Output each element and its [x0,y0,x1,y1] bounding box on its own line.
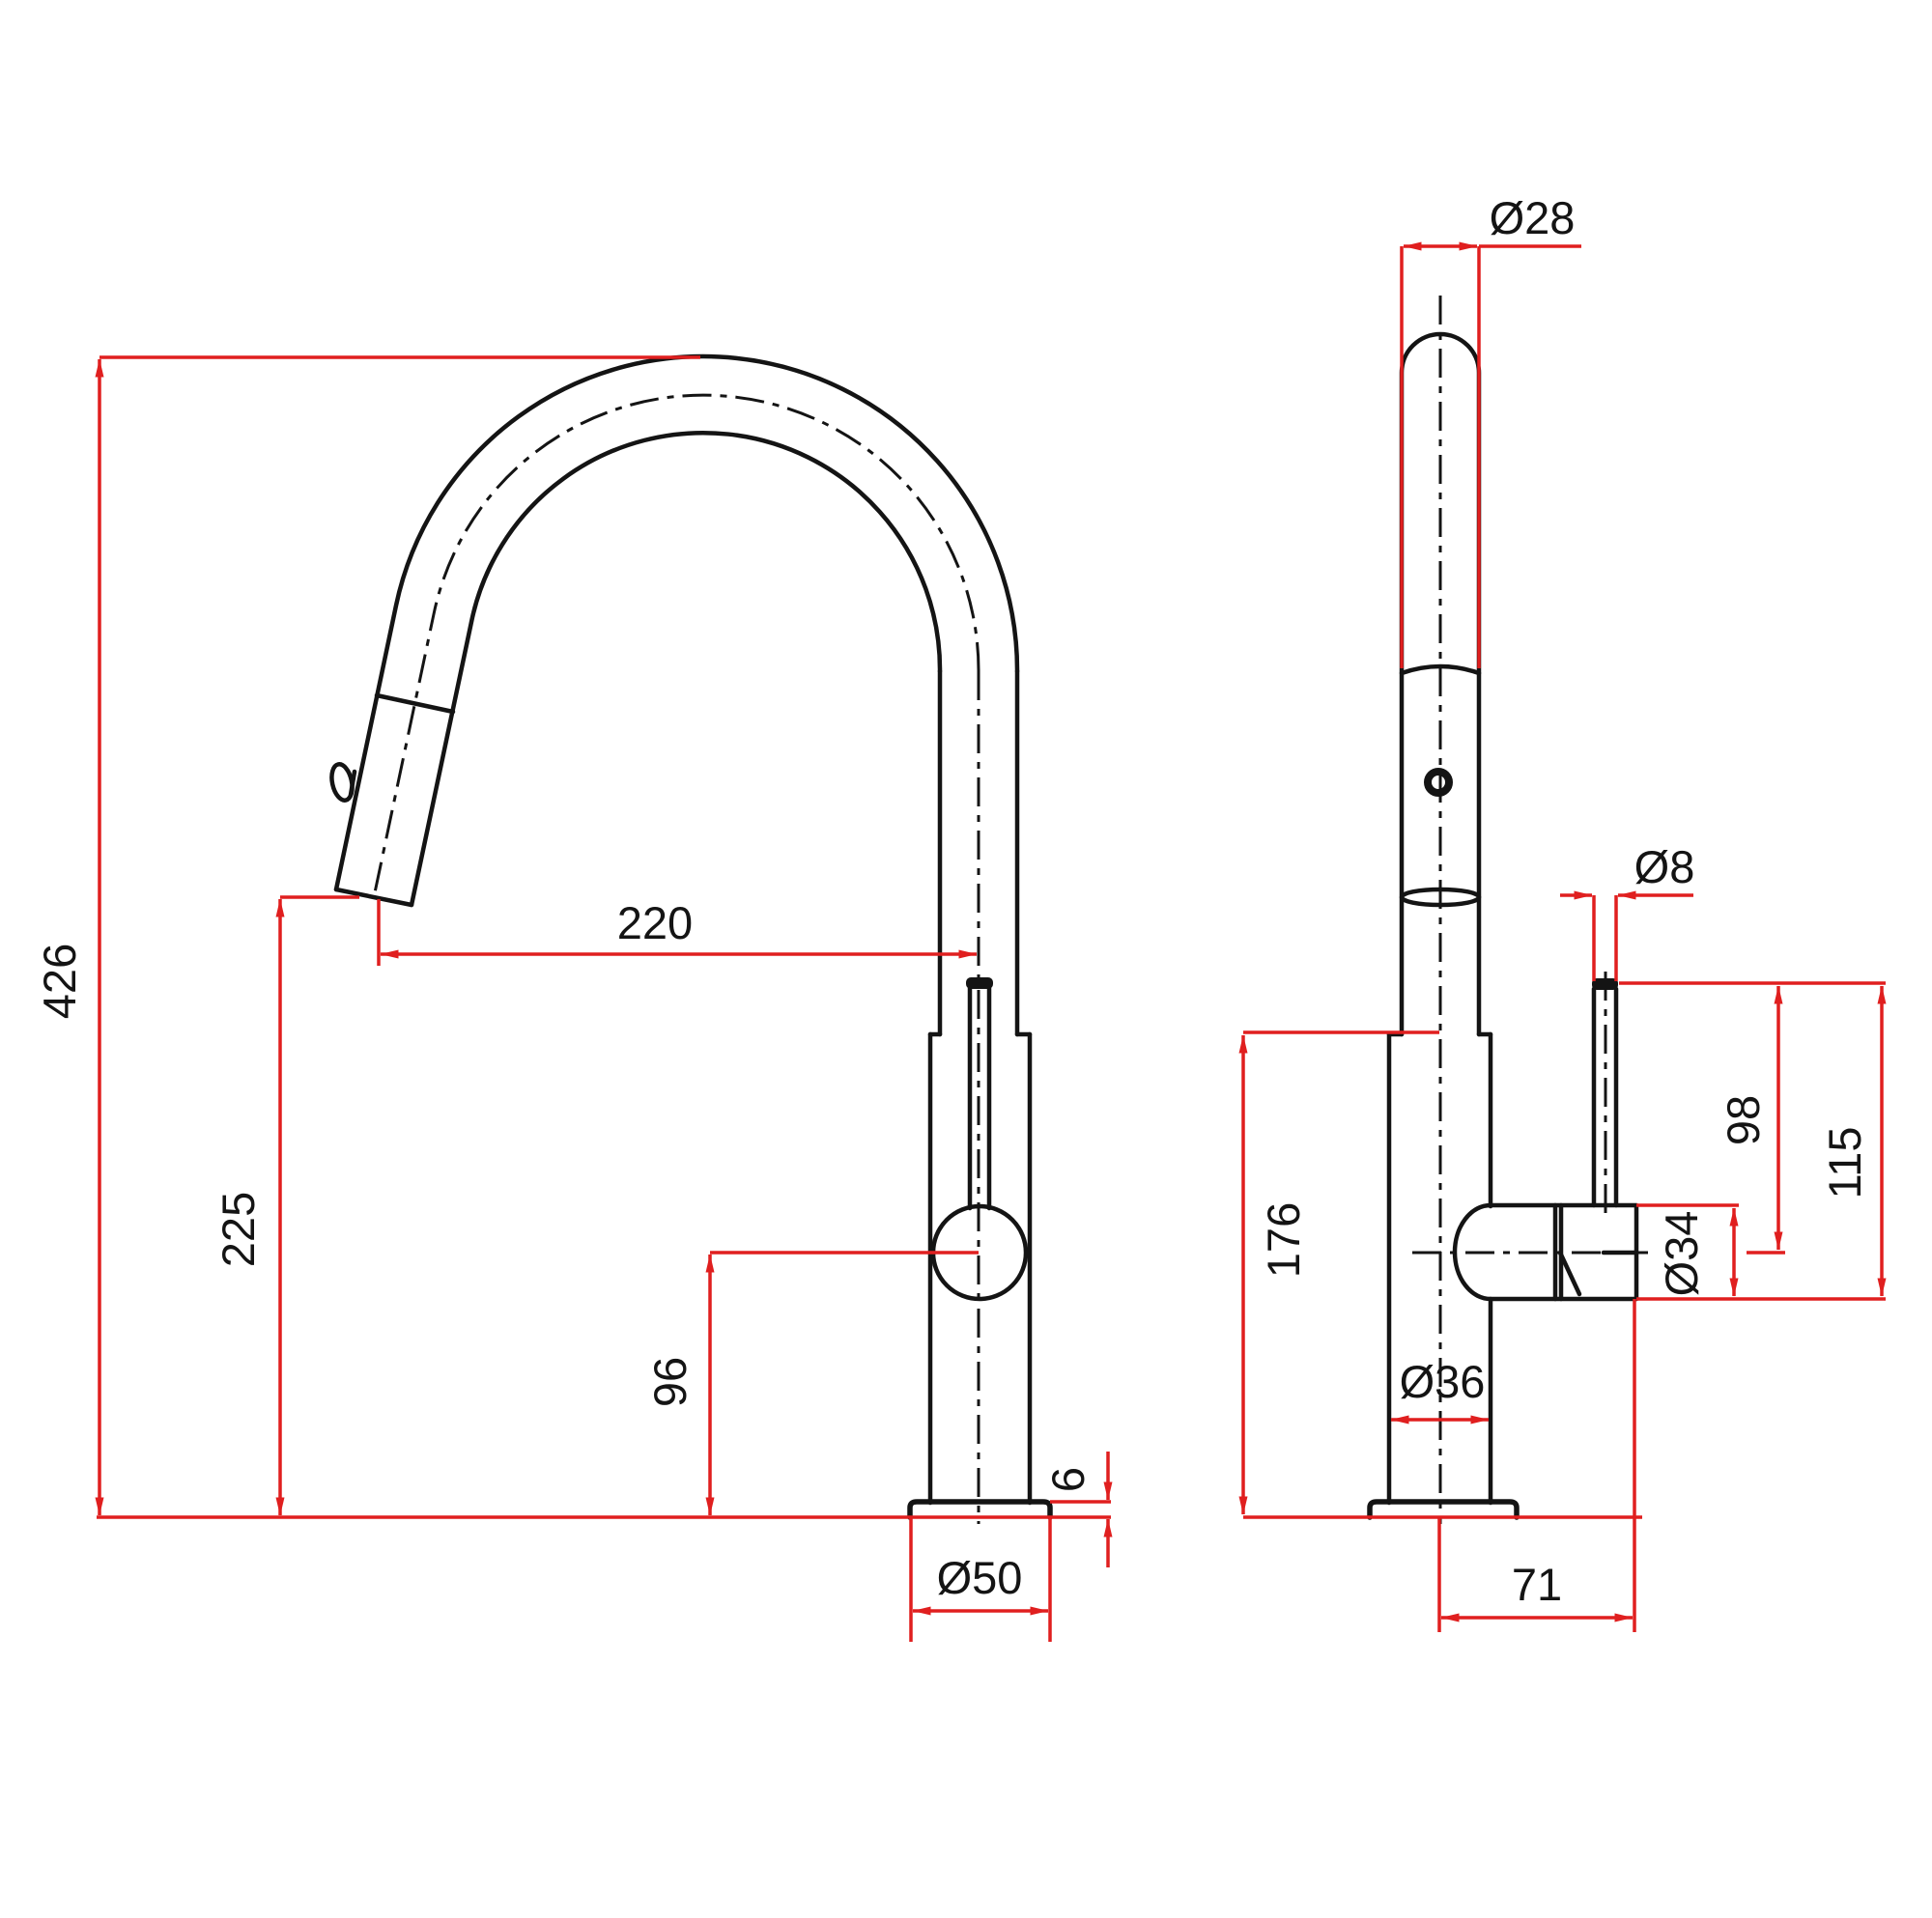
spout-tube-front [1399,331,1482,1037]
dim-label-lever-diameter: Ø8 [1634,841,1695,892]
dim-label-spout-diameter: Ø28 [1490,192,1576,243]
handle-rod-cap-front [1592,978,1618,990]
ext-lever-dia [1592,895,1618,981]
dim-label-body-height: 176 [1258,1202,1309,1278]
dim-label-spout-reach: 220 [617,897,693,948]
dim-label-body-diameter: Ø36 [1400,1356,1486,1407]
side-view-fills [966,977,993,989]
body-tube-side [927,1031,1033,1506]
dim-label-cartridge-diameter: Ø34 [1656,1211,1707,1297]
spray-button-face [348,769,357,798]
spout-inner-edge [409,430,943,908]
dimension-labels: 426 225 220 96 6 Ø50 Ø28 Ø8 98 115 Ø34 1… [34,192,1870,1610]
dim-label-base-diameter: Ø50 [937,1552,1023,1603]
dim-label-lever-to-center: 98 [1718,1095,1769,1145]
dim-label-plate-thickness: 6 [1042,1467,1094,1492]
front-view-fills [1592,978,1618,990]
dimension-lines [95,241,1887,1622]
spray-outlet-front [1399,887,1482,908]
front-view-outline [1367,331,1639,1520]
dim-label-pivot-height: 96 [644,1357,696,1407]
dim-label-handle-offset: 71 [1512,1559,1562,1610]
base-plate-front [1367,1499,1520,1520]
dim-label-outlet-height: 225 [213,1192,264,1267]
ext-base-dia-side [909,1517,1052,1642]
centerlines [372,296,1648,1524]
dim-label-overall-height: 426 [34,944,85,1019]
side-view-outline [329,353,1053,1520]
side-spout-centerline [372,393,980,898]
handle-rod-side [967,985,992,1211]
base-plate-side [907,1499,1053,1520]
spray-head-joint-front [1399,663,1482,676]
spray-head-outlet [333,887,414,908]
ext-spout-dia [1400,244,1581,668]
body-tube-front [1386,1031,1493,1506]
handle-rod-cap-side [966,977,993,989]
spray-button-front [1424,768,1453,797]
cartridge-cone-line [1557,1250,1582,1297]
dimension-extension-lines [97,244,1886,1642]
handle-rod-front [1591,986,1619,1208]
spout-outer-edge [333,353,1020,892]
dim-label-lever-to-bottom: 115 [1819,1127,1870,1199]
spout-down-leg [937,668,1020,1037]
spray-head-joint [374,692,456,715]
